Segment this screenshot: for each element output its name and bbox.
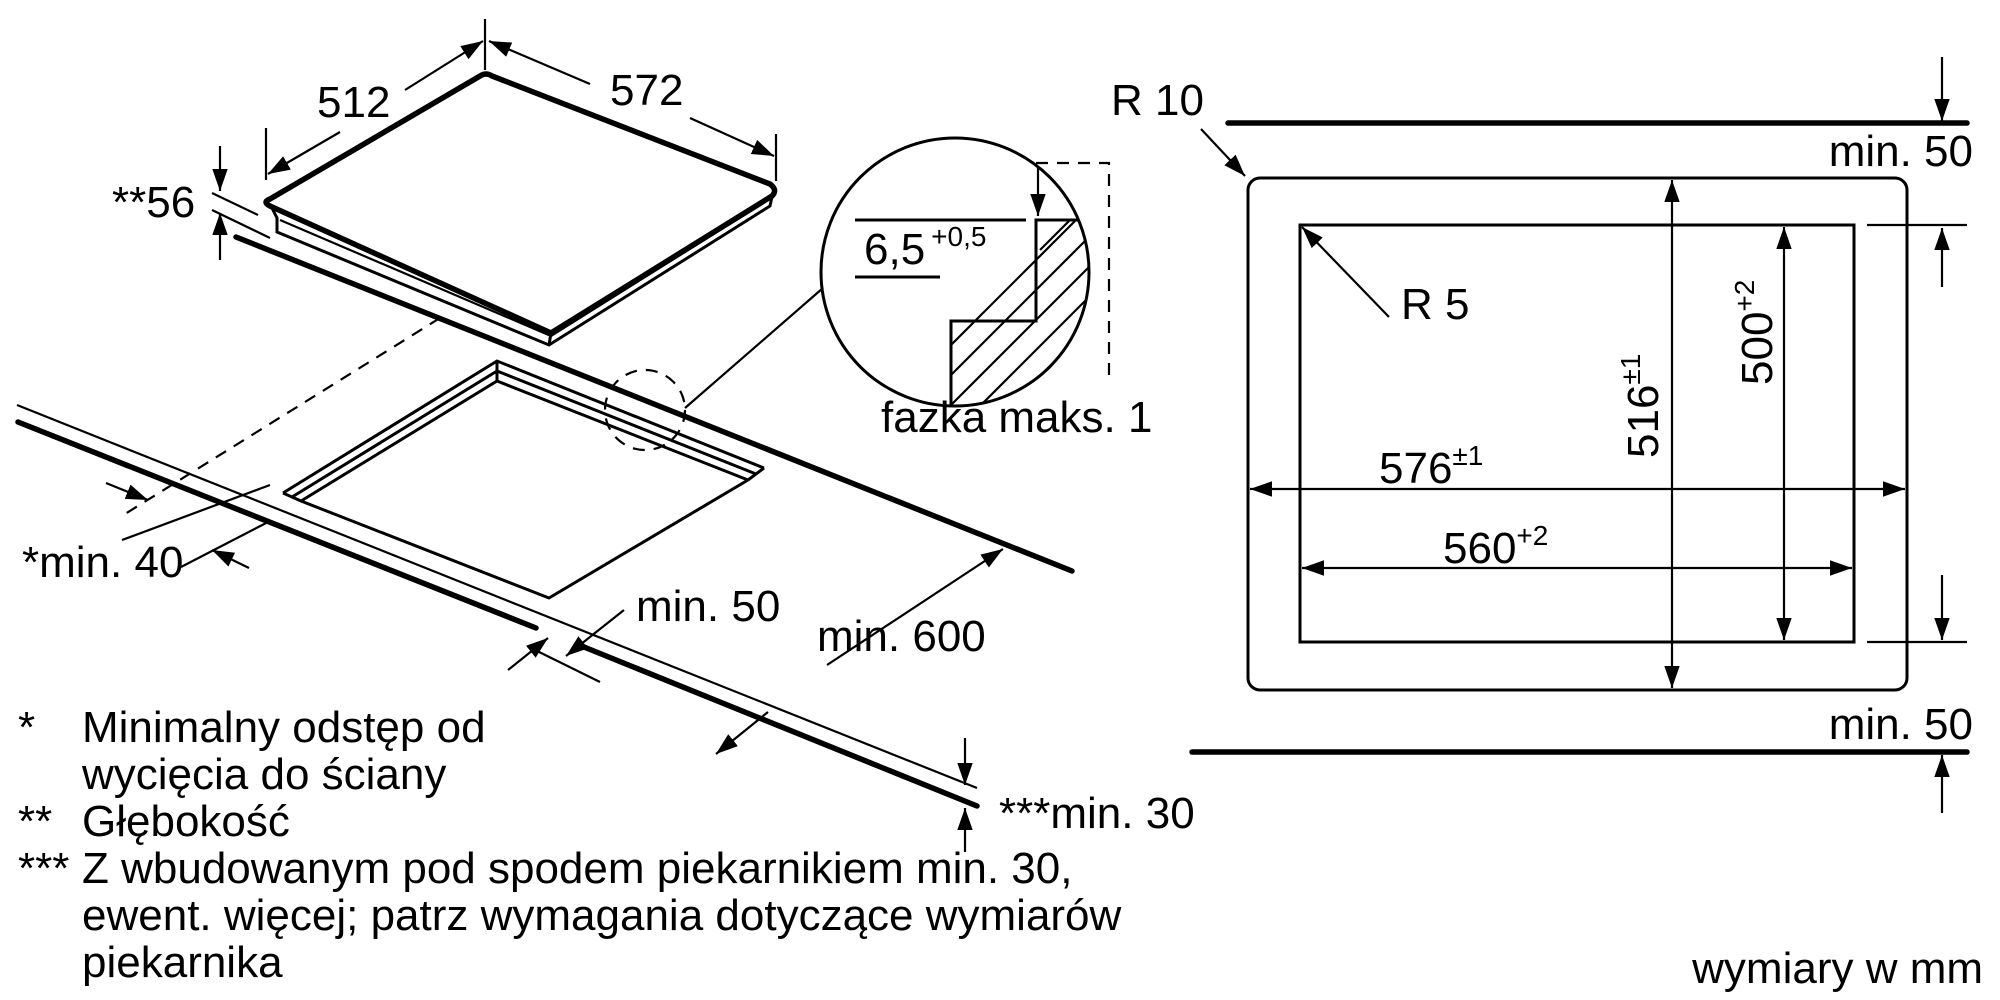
step-value-text: 6,5: [864, 225, 925, 274]
hob-isometric: [263, 71, 778, 347]
arrow: [689, 116, 775, 158]
step-value: 6,5+0,5: [864, 221, 986, 274]
height-label: **56: [112, 178, 195, 227]
extension-line: [530, 647, 601, 683]
outer-width-tolerance: ±1: [1452, 440, 1483, 471]
countertop-front-edge-left: [15, 419, 539, 631]
step-tolerance: +0,5: [931, 221, 986, 252]
arrow: [565, 609, 625, 657]
note-2-marker: **: [18, 797, 52, 846]
dimension-depth-min-600: min. 600: [715, 548, 1004, 755]
wall-reference-line: [124, 317, 441, 515]
cutout-right-corner: [747, 466, 765, 482]
note-3-marker: ***: [18, 844, 69, 893]
units-label: wymiary w mm: [1691, 944, 1983, 993]
detail-marker-circle: [603, 368, 687, 452]
hob-outline-dashed: [1036, 161, 1111, 382]
outer-depth-value: 516: [1619, 385, 1668, 458]
inner-depth-label: 500+2: [1729, 280, 1782, 385]
countertop-front-edge-right: [581, 644, 980, 809]
r10-arrow: [1200, 128, 1246, 177]
countertop-top-front-edge: [16, 403, 978, 790]
front-min-label: min. 50: [636, 582, 780, 631]
hob-top-surface: [263, 71, 778, 337]
detail-view: 6,5+0,5 fazka maks. 1: [819, 136, 1152, 442]
dimension-thickness-min-30: ***min. 30: [957, 738, 1195, 852]
note-1-line-1: Minimalny odstęp od: [82, 703, 486, 752]
arrow: [211, 549, 250, 569]
footnotes: * Minimalny odstęp od wycięcia do ściany…: [18, 703, 1122, 987]
chamfer-label: fazka maks. 1: [881, 393, 1152, 442]
note-1-marker: *: [18, 703, 35, 752]
width-label: 572: [610, 66, 683, 115]
note-3-line-2: ewent. więcej; patrz wymagania dotyczące…: [82, 891, 1122, 940]
plan-view: min. 50 min. 50 R 10 R 5 576±1 560+2 516…: [1111, 57, 1973, 813]
bottom-clearance-label: min. 50: [1829, 700, 1973, 749]
outer-depth-label: 516±1: [1615, 354, 1668, 458]
arrow: [715, 711, 769, 755]
inner-depth-tolerance: +2: [1729, 280, 1760, 312]
countertop: [15, 234, 1075, 809]
top-clearance-label: min. 50: [1829, 127, 1973, 176]
note-2-line-1: Głębokość: [82, 797, 290, 846]
arrow: [404, 40, 484, 91]
extension-line: [180, 520, 271, 568]
outer-width-label: 576±1: [1379, 440, 1483, 493]
extension-line: [211, 192, 259, 216]
cutout-front: [282, 478, 749, 600]
inner-cutout-rect: [1298, 223, 1856, 644]
hob-side: [270, 191, 775, 347]
cutout-isometric: [282, 287, 824, 600]
dimension-wall-min-40: *min. 40: [22, 481, 271, 587]
detail-leader-line: [684, 287, 824, 409]
dimension-depth-512: 512: [264, 19, 487, 180]
outer-width-value: 576: [1379, 444, 1452, 493]
r5-label: R 5: [1401, 280, 1469, 329]
thickness-min-label: ***min. 30: [999, 789, 1195, 838]
cutout-edge-mid: [291, 369, 757, 499]
dimension-front-min-50: min. 50: [507, 582, 780, 683]
note-3-line-1: Z wbudowanym pod spodem piekarnikiem min…: [82, 844, 1072, 893]
arrow: [488, 39, 591, 86]
arrow: [267, 131, 341, 175]
detail-circle: [819, 136, 1091, 408]
r5-arrow: [1301, 226, 1390, 318]
hob-body-line: [279, 199, 769, 338]
arrow: [507, 637, 549, 671]
inner-width-tolerance: +2: [1516, 520, 1548, 551]
depth-min-label: min. 600: [817, 612, 986, 661]
arrow: [826, 548, 1004, 666]
countertop-profile: [949, 218, 1089, 406]
inner-depth-value: 500: [1733, 312, 1782, 385]
countertop-back-edge: [233, 234, 1075, 574]
depth-label: 512: [317, 78, 390, 127]
extension-line: [121, 483, 271, 542]
inner-width-label: 560+2: [1443, 520, 1548, 573]
dimension-height-56: **56: [112, 146, 271, 260]
note-3-line-3: piekarnika: [82, 938, 283, 987]
inner-width-value: 560: [1443, 524, 1516, 573]
outer-cutout-rect: [1246, 176, 1909, 692]
r10-label: R 10: [1111, 76, 1204, 125]
dimension-width-572: 572: [488, 39, 778, 181]
wall-min-label: *min. 40: [22, 538, 183, 587]
note-1-line-2: wycięcia do ściany: [81, 750, 446, 799]
arrow: [105, 481, 149, 502]
outer-depth-tolerance: ±1: [1615, 354, 1646, 385]
